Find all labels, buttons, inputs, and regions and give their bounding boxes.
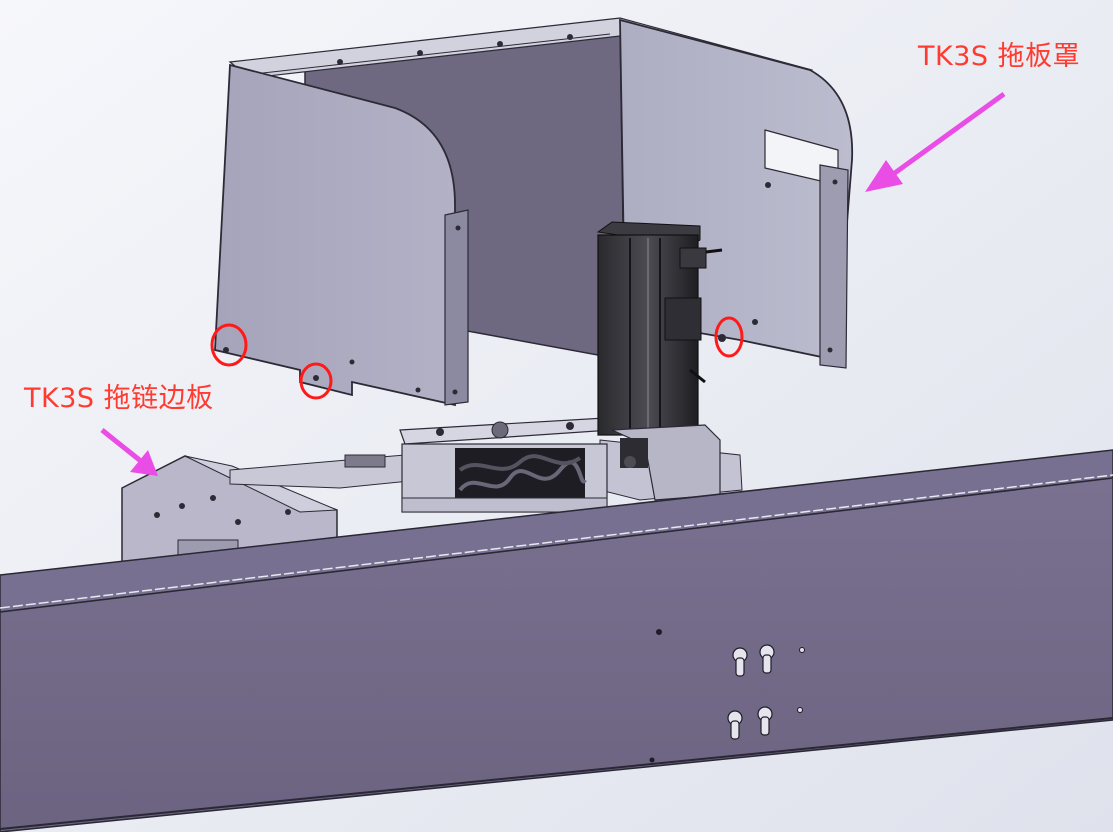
arrow-side-plate	[100, 428, 158, 476]
highlight-circle-left	[210, 323, 248, 367]
highlight-circle-right	[714, 316, 744, 358]
drag-chain-box	[399, 417, 614, 513]
spindle-motor	[596, 221, 723, 501]
arrow-cover	[865, 91, 1006, 192]
highlight-circle-middle	[299, 362, 333, 400]
side-plate-label: TK3S 拖链边板	[24, 383, 214, 414]
main-beam	[0, 449, 1113, 832]
cover-label: TK3S 拖板罩	[918, 41, 1081, 72]
highlight-circles	[210, 316, 744, 400]
